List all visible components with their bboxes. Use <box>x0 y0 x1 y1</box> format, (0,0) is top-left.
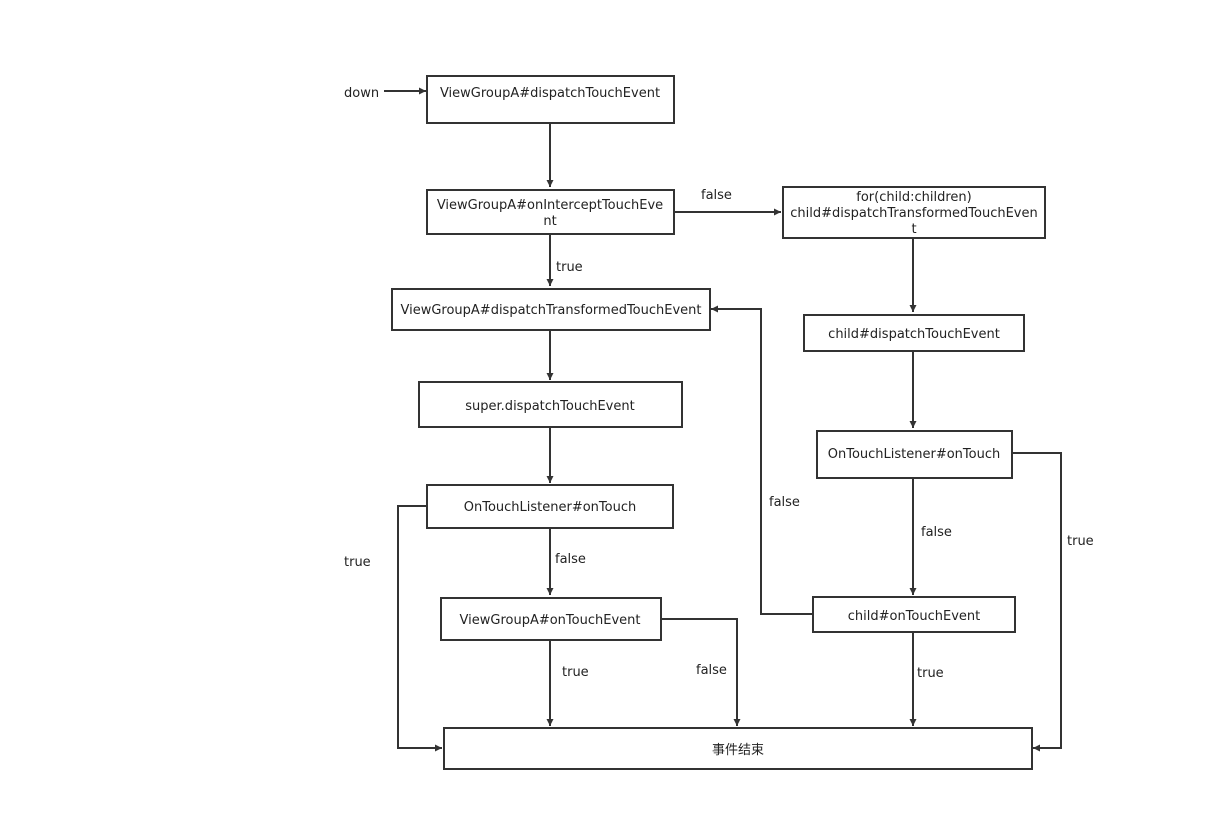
node-vga-dispatch: ViewGroupA#dispatchTouchEvent <box>426 75 675 124</box>
node-vga-intercept-label-2: nt <box>543 214 556 229</box>
edge-vga-ontouch-false <box>661 618 741 726</box>
edge-child-ontouch-false <box>711 305 813 615</box>
edges <box>384 87 1062 752</box>
node-vga-transformed-label: ViewGroupA#dispatchTransformedTouchEvent <box>400 303 701 318</box>
edge-label-vga-ontouch-true: true <box>562 665 589 680</box>
node-end: 事件结束 <box>443 727 1033 770</box>
node-for-children-label-1: for(child:children) <box>856 190 971 205</box>
node-vga-ontouch: ViewGroupA#onTouchEvent <box>440 597 662 641</box>
node-vga-transformed: ViewGroupA#dispatchTransformedTouchEvent <box>391 288 711 331</box>
node-child-listener-label: OnTouchListener#onTouch <box>828 447 1001 462</box>
edge-label-child-ontouch-false: false <box>769 495 800 510</box>
edge-label-child-listener-true: true <box>1067 534 1094 549</box>
node-vga-intercept-label-1: ViewGroupA#onInterceptTouchEve <box>437 198 663 213</box>
node-end-label: 事件结束 <box>712 743 764 758</box>
node-child-listener: OnTouchListener#onTouch <box>816 430 1013 479</box>
node-vga-listener-label: OnTouchListener#onTouch <box>464 500 637 515</box>
edge-child-listener-true <box>1013 452 1062 752</box>
edge-label-intercept-false: false <box>701 188 732 203</box>
node-for-children-label-2: child#dispatchTransformedTouchEven <box>790 206 1037 221</box>
node-for-children-label-3: t <box>911 222 916 237</box>
node-vga-intercept: ViewGroupA#onInterceptTouchEve nt <box>426 189 675 235</box>
start-label: down <box>344 86 379 101</box>
edge-label-intercept-true: true <box>556 260 583 275</box>
edge-labels: false true false true false false true t… <box>344 188 1094 681</box>
node-child-dispatch-label: child#dispatchTouchEvent <box>828 327 1000 342</box>
edge-label-child-ontouch-true: true <box>917 666 944 681</box>
node-super-dispatch: super.dispatchTouchEvent <box>418 381 683 428</box>
node-super-dispatch-label: super.dispatchTouchEvent <box>465 399 634 414</box>
edge-label-vga-listener-false: false <box>555 552 586 567</box>
node-vga-dispatch-label: ViewGroupA#dispatchTouchEvent <box>440 86 660 101</box>
edge-label-vga-listener-true: true <box>344 555 371 570</box>
node-vga-ontouch-label: ViewGroupA#onTouchEvent <box>460 613 641 628</box>
node-child-dispatch: child#dispatchTouchEvent <box>803 314 1025 352</box>
edge-label-child-listener-false: false <box>921 525 952 540</box>
node-vga-listener: OnTouchListener#onTouch <box>426 484 674 529</box>
node-child-ontouch-label: child#onTouchEvent <box>848 609 981 624</box>
edge-label-vga-ontouch-false: false <box>696 663 727 678</box>
edge-vga-listener-true <box>397 505 442 752</box>
node-for-children: for(child:children) child#dispatchTransf… <box>782 186 1046 239</box>
node-child-ontouch: child#onTouchEvent <box>812 596 1016 633</box>
